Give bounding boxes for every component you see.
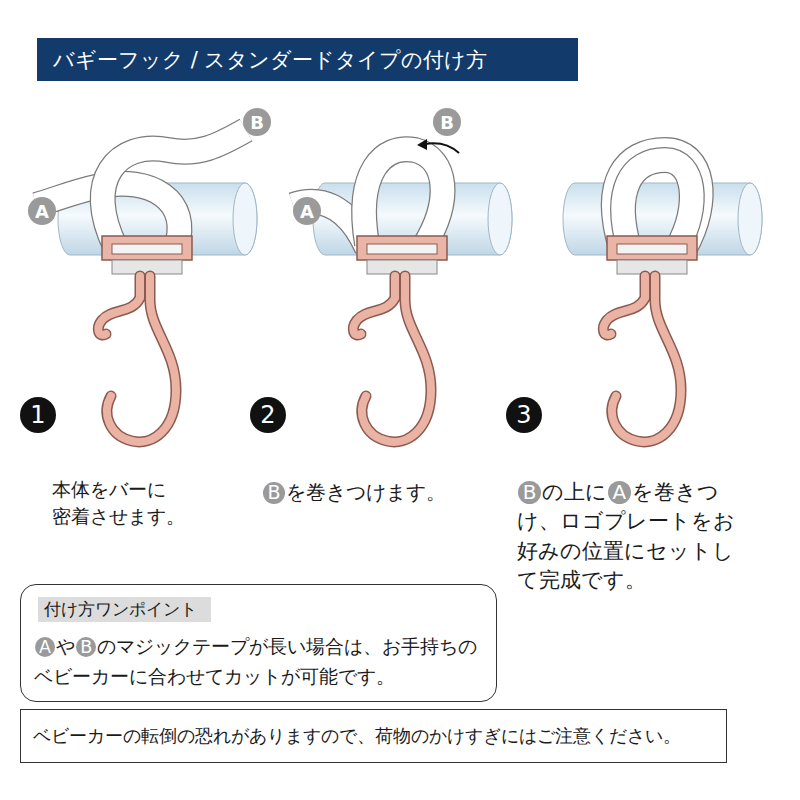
- caution-box: ベビーカーの転倒の恐れがありますので、荷物のかけすぎにはご注意ください。: [20, 709, 727, 763]
- title-text: バギーフック / スタンダードタイプの付け方: [53, 46, 487, 74]
- node-text: ベビーカーの転倒の恐れがありますので、荷物のかけすぎにはご注意ください。: [33, 724, 681, 748]
- node-text: A: [300, 201, 314, 222]
- callout-letter: B: [433, 108, 461, 136]
- body-text: や: [56, 636, 75, 657]
- callout-letter: B: [243, 108, 271, 136]
- step-text: 本体をバーに 密着させます。: [52, 476, 189, 529]
- step-instruction: を巻きつけます。: [286, 480, 446, 504]
- title-bar: バギーフック / スタンダードタイプの付け方: [37, 38, 578, 81]
- step-number: 3: [506, 397, 542, 433]
- node-text: 3: [516, 401, 531, 429]
- tip-box: 付け方ワンポイント AやBのマジックテープが長い場合は、お手持ちのベビーカーに合わ…: [20, 584, 497, 702]
- callout-letter: A: [28, 197, 56, 225]
- step-instruction: の上に: [542, 480, 607, 504]
- step-text: Bを巻きつけます。: [262, 478, 502, 506]
- step-text: Bの上にAを巻きつけ、ロゴプレートをお好みの位置にセットして完成です。: [517, 478, 740, 596]
- node-text: B: [250, 112, 264, 133]
- circled-letter: A: [608, 481, 631, 504]
- node-text: A: [35, 201, 49, 222]
- circled-letter: B: [263, 482, 285, 504]
- body-text: のマジックテープが長い場合は、お手持ちのベビーカーに合わせてカットが可能です。: [34, 636, 477, 687]
- callout-letter: A: [293, 197, 321, 225]
- node-text: 1: [30, 401, 45, 429]
- circled-letter: A: [35, 637, 55, 657]
- circled-letter: B: [76, 637, 96, 657]
- step-instruction: 本体をバーに 密着させます。: [52, 478, 185, 527]
- step-number: 2: [250, 397, 286, 433]
- step-number: 1: [20, 397, 56, 433]
- circled-letter: B: [518, 481, 541, 504]
- tip-heading: 付け方ワンポイント: [38, 597, 211, 622]
- node-text: B: [440, 112, 454, 133]
- tip-body: AやBのマジックテープが長い場合は、お手持ちのベビーカーに合わせてカットが可能で…: [34, 632, 484, 691]
- node-text: 2: [260, 401, 275, 429]
